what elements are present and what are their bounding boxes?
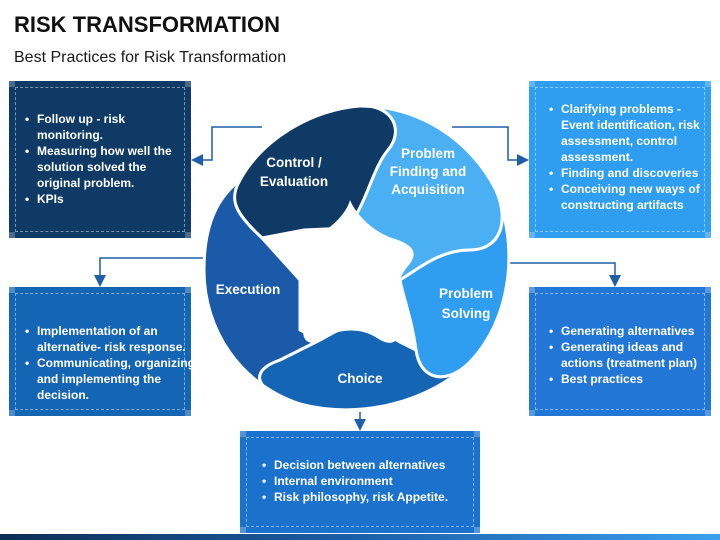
box-corner [185,410,191,416]
connector-arrow [94,257,212,287]
segment-label: Problem [401,146,455,161]
segment-label: Problem [439,286,493,301]
bullet-item: Risk philosophy, risk Appetite. [262,489,484,505]
box-corner [529,232,535,238]
bullet-item: Measuring how well the solution solved t… [25,143,189,191]
bullet-item: KPIs [25,191,189,207]
segment-label: Control / [266,155,322,170]
box-corner [705,287,711,293]
segment-problem-solving [398,189,511,379]
bullet-item: Generating ideas and actions (treatment … [549,339,711,371]
problem-finding-box: Clarifying problems - Event identificati… [529,81,711,238]
segment-label: Acquisition [391,182,465,197]
box-corner [529,81,535,87]
bullet-item: Clarifying problems - Event identificati… [549,101,713,165]
segment-label: Finding and [390,164,467,179]
box-corner [185,81,191,87]
box-corner [9,232,15,238]
box-corner [529,287,535,293]
control-evaluation-box: Follow up - risk monitoring. Measuring h… [9,81,191,238]
segment-execution [202,178,324,406]
bullet-item: Generating alternatives [549,323,711,339]
segment-label: Evaluation [260,174,328,189]
bullet-item: Internal environment [262,473,484,489]
box-corner [9,81,15,87]
star-center [288,200,414,343]
segment-label: Choice [337,371,383,386]
execution-box: Implementation of an alternative- risk r… [9,287,198,416]
problem-solving-box: Generating alternatives Generating ideas… [529,287,711,416]
connector-arrow [191,126,262,166]
box-corner [185,232,191,238]
box-corner [705,81,711,87]
bullet-item: Communicating, organizing, and implement… [25,355,199,403]
bullet-item: Implementation of an alternative- risk r… [25,323,199,355]
bullet-item: Conceiving new ways of constructing arti… [549,181,713,213]
bullet-item: Decision between alternatives [262,457,484,473]
box-corner [705,232,711,238]
box-corner [240,527,246,533]
bullet-item: Finding and discoveries [549,165,713,181]
footer-strip [0,534,720,540]
box-corner [185,287,191,293]
box-corner [474,527,480,533]
box-corner [240,431,246,437]
box-corner [705,410,711,416]
box-corner [9,410,15,416]
segment-label: Execution [216,282,281,297]
connector-arrow [452,126,529,166]
box-corner [474,431,480,437]
connector-arrow [510,262,621,287]
page-title: RISK TRANSFORMATION [14,12,281,37]
segment-label: Solving [442,306,491,321]
page-subtitle: Best Practices for Risk Transformation [14,49,287,66]
box-corner [9,287,15,293]
box-corner [529,410,535,416]
choice-box: Decision between alternatives Internal e… [240,431,480,533]
bullet-item: Best practices [549,371,711,387]
bullet-item: Follow up - risk monitoring. [25,111,189,143]
